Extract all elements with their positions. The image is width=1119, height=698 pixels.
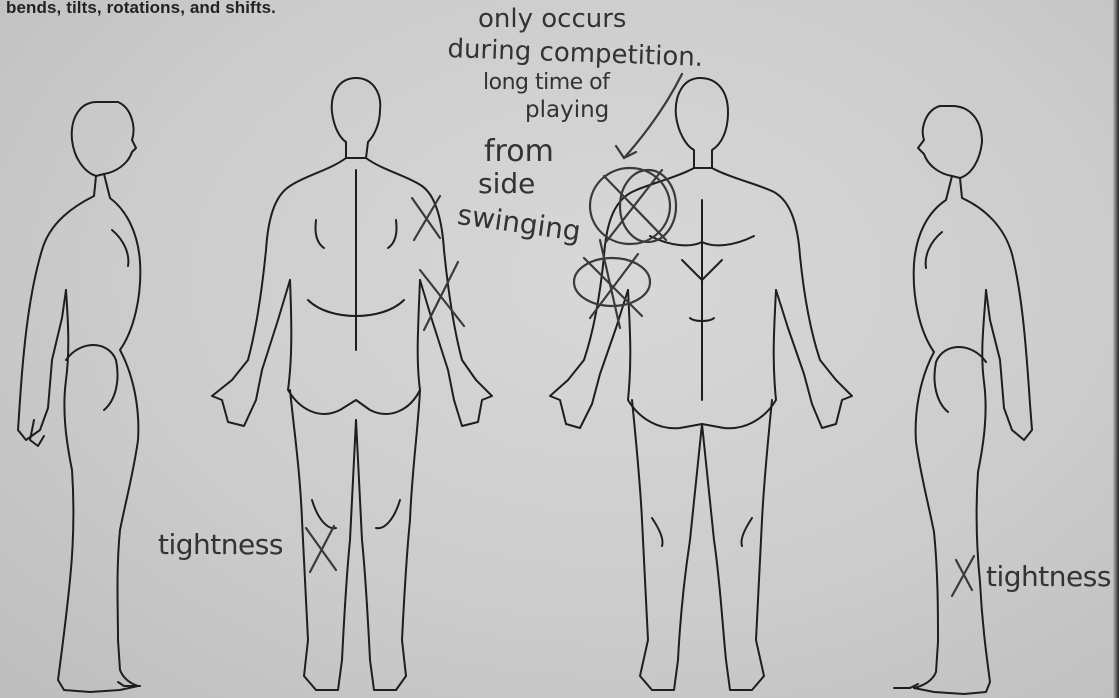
note-from: from <box>484 134 554 169</box>
note-side: side <box>478 167 535 200</box>
arrow-to-shoulder <box>616 74 682 158</box>
tightness-label-right: tightness <box>986 560 1111 593</box>
figure-front-view <box>550 78 852 690</box>
page-edge-shadow <box>1113 0 1119 698</box>
tightness-label-left: tightness <box>158 528 283 561</box>
figure-right-side-view <box>894 106 1032 694</box>
back-shoulder-x-marks <box>412 196 464 330</box>
figure-back-view <box>212 78 492 690</box>
right-leg-x-mark <box>952 556 974 596</box>
back-calf-x-mark <box>306 526 336 572</box>
note-only-occurs: only occurs <box>478 4 626 34</box>
note-playing: playing <box>525 97 609 123</box>
front-shoulder-circled-marks <box>574 168 676 328</box>
note-long-time-of: long time of <box>483 70 609 95</box>
figure-left-side-view <box>18 102 140 692</box>
